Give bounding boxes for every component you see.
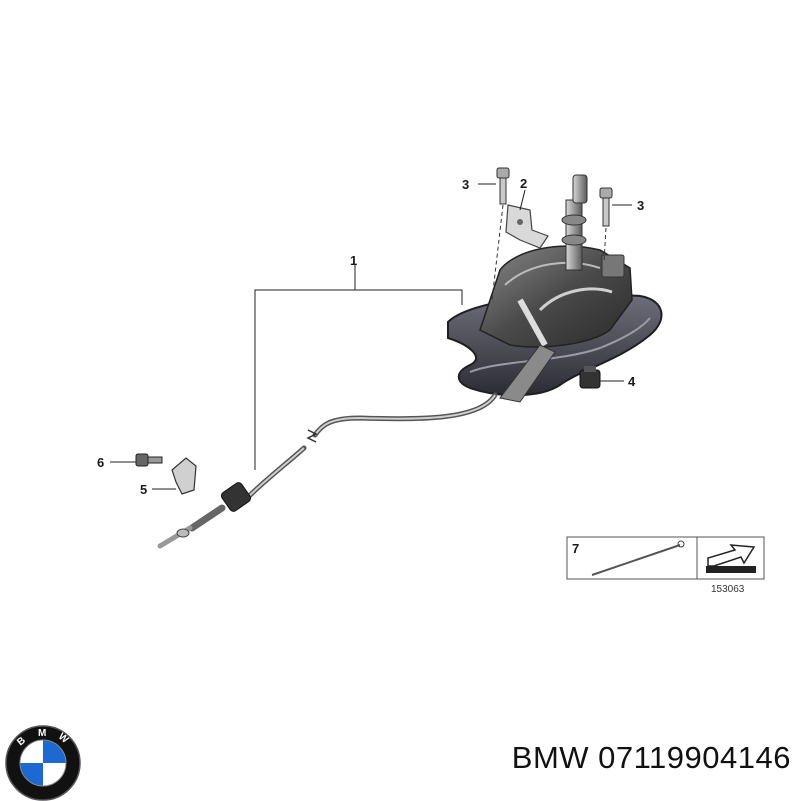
screw-part-right (599, 187, 613, 263)
part-number-title: BMW 07119904146 (511, 740, 791, 775)
svg-text:M: M (38, 728, 46, 739)
reference-number: 153063 (711, 584, 745, 595)
cable-tie-box (566, 536, 765, 580)
leader-lines (110, 183, 632, 490)
callout-3-left: 3 (462, 177, 469, 192)
callout-3-right: 3 (637, 198, 644, 213)
shifter-assembly (447, 174, 663, 403)
callout-6: 6 (97, 455, 104, 470)
clip-part (171, 457, 197, 495)
callout-7: 7 (572, 541, 579, 556)
callout-4: 4 (628, 374, 636, 389)
screw-part-left (491, 167, 510, 301)
bracket-part (505, 204, 549, 249)
arrow-icon (707, 544, 756, 567)
shift-cable (157, 392, 498, 549)
callout-5: 5 (140, 482, 147, 497)
bmw-logo-icon: B M W (5, 725, 81, 801)
callout-1: 1 (350, 253, 357, 268)
nut-part (579, 366, 601, 389)
callout-2: 2 (520, 176, 527, 191)
bolt-part (135, 453, 163, 467)
